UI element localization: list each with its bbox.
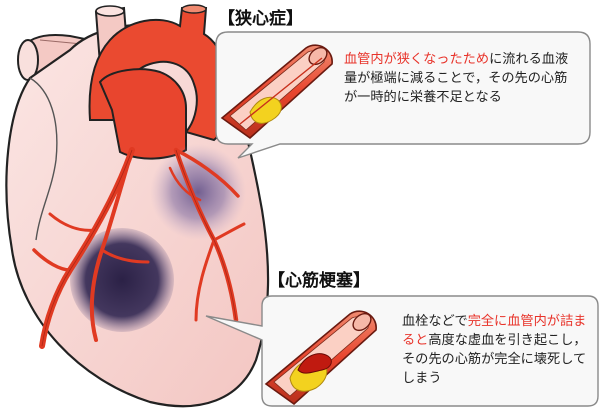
pulmonary-trunk — [98, 68, 187, 160]
infarction-highlight: 完全に血管内が詰まると — [402, 314, 587, 348]
infarction-description-part1: 血栓などで — [402, 314, 468, 329]
heart-illustration — [5, 4, 270, 408]
angina-heading: 【狭心症】 — [218, 9, 303, 29]
infarction-description: 血栓などで完全に血管内が詰まると高度な虚血を引き起こし，その先の心筋が完全に壊死… — [402, 312, 592, 388]
angina-highlight: 血管内が狭くなったため — [344, 52, 490, 67]
infarction-description-rest: 高度な虚血を引き起こし，その先の心筋が完全に壊死してしまう — [402, 333, 587, 386]
infarction-heading: 【心筋梗塞】 — [268, 271, 370, 291]
plaque-deposit — [249, 96, 282, 124]
angina-description: 血管内が狭くなったために流れる血液量が極端に減ることで，その先の心筋が一時的に栄… — [344, 50, 580, 107]
angina-callout — [215, 31, 591, 159]
angina-description-rest: に流れる血液量が極端に減ることで，その先の心筋が一時的に栄養不足となる — [344, 52, 569, 105]
thrombus — [297, 353, 332, 374]
infarction-callout — [205, 295, 599, 407]
blocked-vessel-illustration — [264, 310, 377, 406]
ischemia-zone — [150, 144, 246, 240]
narrowed-vessel-illustration — [220, 44, 333, 140]
infarct-zone — [70, 228, 174, 332]
